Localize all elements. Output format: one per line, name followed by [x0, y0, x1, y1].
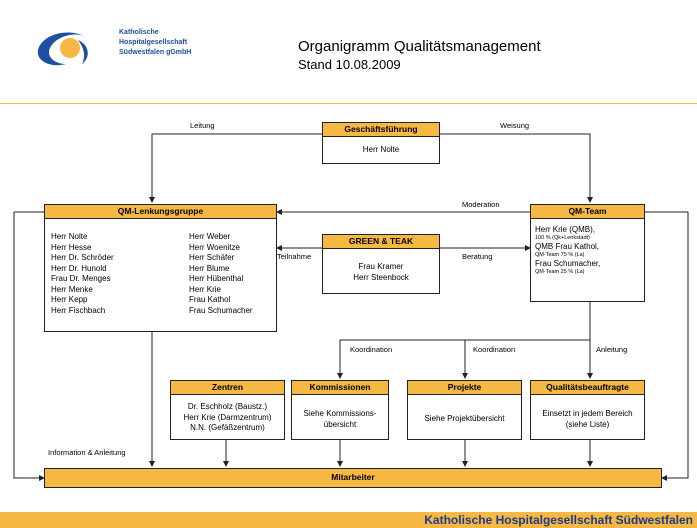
footer-text: Katholische Hospitalgesellschaft Südwest… — [424, 513, 693, 527]
member-item: Herr Menke — [51, 284, 93, 294]
member-item: Herr Kepp — [51, 295, 88, 304]
box-kommissionen: Kommissionen Siehe Kommissions- übersich… — [291, 380, 389, 440]
logo-line-3: Südwestfalen gGmbH — [119, 49, 192, 56]
zentren-line: Herr Krie (Darmzentrum) — [183, 412, 272, 422]
box-mitarbeiter: Mitarbeiter — [44, 468, 662, 488]
qmteam-line: Frau Schumacher, — [535, 259, 601, 268]
label-koordination-2: Koordination — [473, 345, 516, 354]
box-beauftragte: Qualitätsbeauftragte Einsetzt in jedem B… — [530, 380, 645, 440]
lenkungsgruppe-col-1: Herr Nolte Herr Hesse Herr Dr. Schröder … — [51, 232, 114, 316]
member-item: Herr Woenitze — [189, 242, 240, 252]
member-item: Herr Schäfer — [189, 253, 235, 262]
member-item: Herr Weber — [189, 232, 231, 241]
member-item: Herr Nolte — [51, 232, 88, 241]
box-mitarbeiter-title: Mitarbeiter — [331, 472, 375, 482]
qmteam-line: Herr Krie (QMB), — [535, 225, 595, 234]
member-item: Herr Hübenthal — [189, 274, 244, 283]
label-beratung: Beratung — [462, 252, 493, 261]
box-zentren-title: Zentren — [171, 381, 284, 395]
member-item: Herr Hesse — [51, 242, 92, 252]
qmteam-line: QM-Team 75 % (La) — [535, 252, 585, 258]
label-weisung: Weisung — [500, 121, 530, 130]
label-information: Information & Anleitung — [48, 448, 126, 457]
box-qmteam-title: QM-Team — [531, 205, 644, 219]
zentren-line: N.N. (Gefäßzentrum) — [190, 423, 265, 432]
box-geschaeftsfuehrung-body: Herr Nolte — [362, 145, 400, 154]
member-item: Herr Krie — [189, 284, 222, 294]
qmteam-line: 100 % (Qk+Lenkstadt) — [535, 235, 590, 241]
page-subtitle: Stand 10.08.2009 — [298, 57, 401, 72]
box-kommissionen-title: Kommissionen — [292, 381, 388, 395]
zentren-line: Dr. Eschholz (Baustz.) — [187, 402, 268, 411]
qmteam-line: QMB Frau Kathol, — [535, 242, 600, 251]
beauftragte-line: Einsetzt in jedem Bereich — [542, 409, 633, 418]
projekte-line: Siehe Projektübersicht — [424, 414, 505, 423]
label-anleitung: Anleitung — [596, 345, 628, 354]
header-divider — [0, 103, 697, 104]
member-item: Frau Dr. Menges — [51, 274, 111, 283]
footer-bar: Katholische Hospitalgesellschaft Südwest… — [0, 512, 697, 528]
qmteam-lines: Herr Krie (QMB), 100 % (Qk+Lenkstadt) QM… — [531, 219, 644, 276]
box-projekte-title: Projekte — [408, 381, 521, 395]
logo-line-2: Hospitalgesellschaft — [119, 39, 188, 46]
box-projekte: Projekte Siehe Projektübersicht — [407, 380, 522, 440]
logo: Katholische Hospitalgesellschaft Südwest… — [34, 24, 234, 74]
box-qmteam: QM-Team Herr Krie (QMB), 100 % (Qk+Lenks… — [530, 204, 645, 302]
member-item: Herr Blume — [189, 263, 230, 273]
greenteam-line: Herr Steenbock — [353, 272, 409, 282]
logo-emblem-icon — [37, 32, 88, 66]
lenkungsgruppe-col-2: Herr Weber Herr Woenitze Herr Schäfer He… — [189, 232, 253, 316]
member-item: Herr Dr. Schröder — [51, 253, 114, 262]
box-greenteam: GREEN & TEAK Frau Kramer Herr Steenbock — [322, 234, 440, 294]
box-geschaeftsfuehrung: Geschäftsführung Herr Nolte — [322, 122, 440, 164]
qmteam-line: QM-Team 25 % (La) — [535, 269, 585, 275]
page-title: Organigramm Qualitätsmanagement — [298, 38, 541, 55]
greenteam-line: Frau Kramer — [358, 262, 404, 271]
label-leitung: Leitung — [190, 121, 215, 130]
kommissionen-line: Siehe Kommissions- — [303, 409, 377, 418]
label-moderation: Moderation — [462, 200, 500, 209]
member-item: Frau Schumacher — [189, 305, 253, 315]
box-beauftragte-title: Qualitätsbeauftragte — [531, 381, 644, 395]
member-item: Herr Dr. Hunold — [51, 263, 107, 273]
box-geschaeftsfuehrung-title: Geschäftsführung — [323, 123, 439, 137]
logo-line-1: Katholische — [119, 29, 159, 36]
label-koordination-1: Koordination — [350, 345, 393, 354]
box-greenteam-title: GREEN & TEAK — [323, 235, 439, 249]
kommissionen-line: übersicht — [323, 419, 357, 429]
label-teilnahme: Teilnahme — [277, 252, 312, 261]
member-item: Herr Fischbach — [51, 305, 106, 315]
member-item: Frau Kathol — [189, 295, 231, 304]
beauftragte-line: (siehe Liste) — [565, 419, 610, 429]
box-lenkungsgruppe-title: QM-Lenkungsgruppe — [45, 205, 276, 219]
box-zentren: Zentren Dr. Eschholz (Baustz.) Herr Krie… — [170, 380, 285, 440]
box-lenkungsgruppe: QM-Lenkungsgruppe Herr Nolte Herr Hesse … — [44, 204, 277, 332]
